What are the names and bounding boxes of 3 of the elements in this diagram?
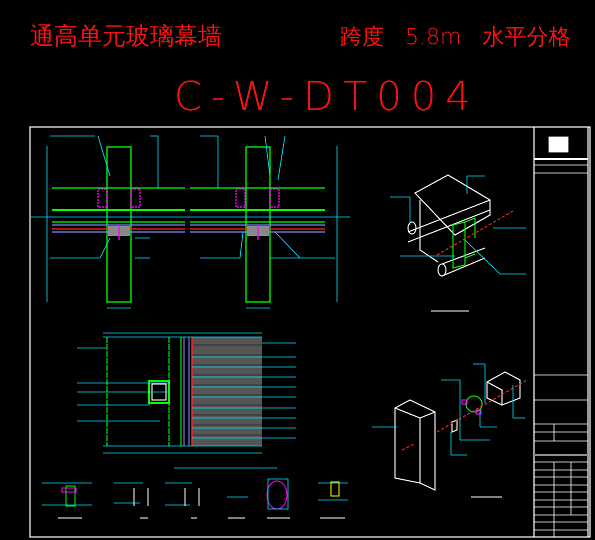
span-label: 跨度 5.8m 水平分格	[340, 24, 570, 52]
drawing-title: 通高单元玻璃幕墙	[30, 21, 222, 52]
drawing-number: C-W-DT004	[174, 74, 480, 120]
